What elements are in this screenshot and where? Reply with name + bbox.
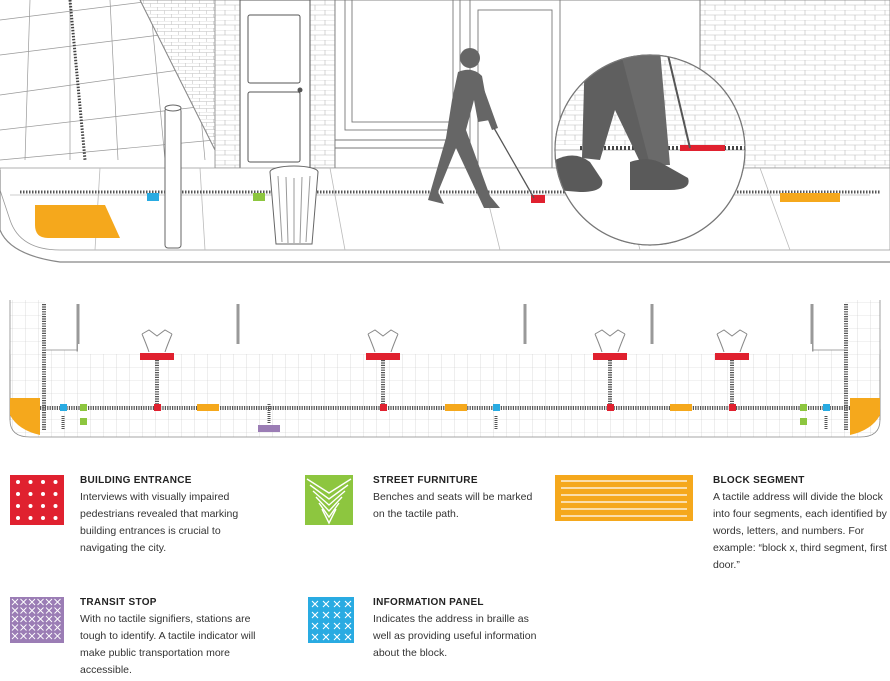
plan-info-marker xyxy=(823,404,830,411)
plan-entrance-node xyxy=(154,404,161,411)
plan-entrance-node xyxy=(380,404,387,411)
plan-side-street xyxy=(10,300,45,355)
sign-pole xyxy=(164,104,182,249)
door xyxy=(239,0,311,171)
legend-description: With no tactile signifiers, stations are… xyxy=(80,613,256,676)
chevron-pattern-icon xyxy=(305,475,353,525)
plan-segment-marker xyxy=(445,404,467,411)
plan-corner-segment xyxy=(10,398,40,435)
plan-furniture-marker xyxy=(800,404,807,411)
door-leaf-icon xyxy=(141,329,173,353)
plan-entrance-node xyxy=(729,404,736,411)
cross-grid-icon xyxy=(10,597,64,643)
plan-furniture-marker xyxy=(80,404,87,411)
legend-title: STREET FURNITURE xyxy=(373,475,478,486)
block-floor-plan xyxy=(9,300,881,438)
door-leaf-icon xyxy=(594,329,626,353)
legend-description: Interviews with visually impaired pedest… xyxy=(80,491,239,554)
plan-furniture-marker xyxy=(80,418,87,425)
block-segment-marker xyxy=(35,205,120,238)
plan-furniture-marker xyxy=(800,418,807,425)
building-outline xyxy=(76,304,814,352)
plan-sidewalk xyxy=(9,349,881,438)
trash-can xyxy=(269,165,319,245)
plan-side-street xyxy=(845,300,880,355)
furniture-marker xyxy=(253,193,265,201)
plan-entrance-node xyxy=(607,404,614,411)
x-grid-icon xyxy=(308,597,354,643)
plan-info-marker xyxy=(60,404,67,411)
storefront xyxy=(334,0,701,169)
sidewalk xyxy=(0,167,890,251)
plan-transit-marker xyxy=(258,425,280,432)
info-panel-marker xyxy=(147,193,159,201)
white-cane xyxy=(493,127,535,199)
pedestrian-figure xyxy=(428,48,500,208)
plan-corner-segment xyxy=(850,398,880,435)
legend-description: Benches and seats will be marked on the … xyxy=(373,491,533,520)
door-leaf-icon xyxy=(367,329,399,353)
plan-entrance-marker xyxy=(366,353,400,360)
curb xyxy=(0,170,890,263)
door-leaf-icon xyxy=(716,329,748,353)
legend-description: Indicates the address in braille as well… xyxy=(373,613,537,659)
block-segment-marker xyxy=(780,193,840,202)
legend-title: BLOCK SEGMENT xyxy=(713,475,805,486)
plan-entrance-marker xyxy=(140,353,174,360)
legend-description: A tactile address will divide the block … xyxy=(713,491,887,571)
legend-title: TRANSIT STOP xyxy=(80,597,157,608)
legend-title: BUILDING ENTRANCE xyxy=(80,475,192,486)
stripes-icon xyxy=(555,475,693,521)
street-illustration xyxy=(0,0,890,263)
plan-info-marker xyxy=(493,404,500,411)
entrance-marker xyxy=(531,195,545,203)
legend-title: INFORMATION PANEL xyxy=(373,597,484,608)
plan-segment-marker xyxy=(670,404,692,411)
dot-grid-icon xyxy=(10,475,64,525)
plan-segment-marker xyxy=(197,404,219,411)
plan-entrance-marker xyxy=(593,353,627,360)
plan-entrance-marker xyxy=(715,353,749,360)
